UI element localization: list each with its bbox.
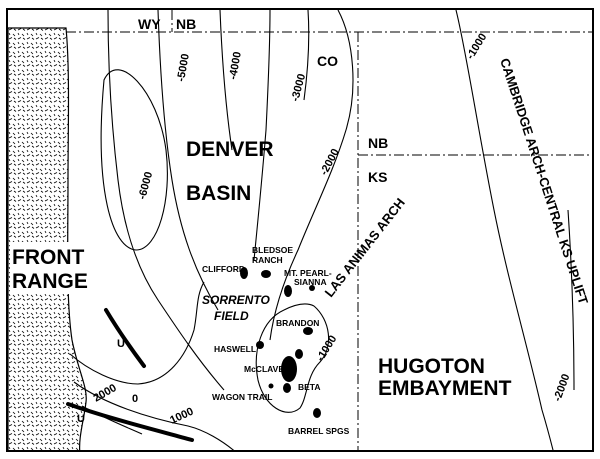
front-range-area xyxy=(8,27,87,450)
field-mcclave-polygon xyxy=(281,356,297,382)
field-label-bledsoe-1: BLEDSOE xyxy=(252,245,293,255)
field-label-mcclave: McCLAVE xyxy=(244,364,284,374)
contour-label-m1000: -1000 xyxy=(314,333,339,363)
field-mcclave-polygon-2 xyxy=(295,349,303,359)
field-clifford-polygon xyxy=(240,267,248,279)
contour-label-zero: 0 xyxy=(132,393,138,405)
field-beta-polygon xyxy=(283,383,291,393)
denver-label: DENVER xyxy=(186,138,274,161)
field-brandon-polygon xyxy=(303,327,313,335)
front-label: FRONT xyxy=(12,246,84,269)
embayment-label: EMBAYMENT xyxy=(378,377,512,400)
field-label-wagon-trail: WAGON TRAIL xyxy=(212,392,272,402)
field-label-bledsoe-2: RANCH xyxy=(252,255,283,265)
cambridge-arch-label: CAMBRIDGE ARCH-CENTRAL KS UPLIFT xyxy=(497,56,591,306)
field-mt-pearl-polygon xyxy=(284,285,292,297)
field-label-brandon: BRANDON xyxy=(276,318,319,328)
fault-u-lower: U xyxy=(77,413,85,425)
contour-label-m1000-right: -1000 xyxy=(464,31,489,61)
contour-line xyxy=(100,69,168,251)
contour-line xyxy=(253,10,271,261)
field-haswell-polygon xyxy=(256,341,264,349)
field-label: FIELD xyxy=(214,309,249,323)
contour-line xyxy=(269,10,354,341)
contour-label-m5000: -5000 xyxy=(175,53,192,83)
contour-line xyxy=(455,10,554,450)
contour-line xyxy=(107,10,225,391)
fault-line xyxy=(104,308,146,368)
contour-line xyxy=(69,281,205,385)
nb-right-label: NB xyxy=(368,135,388,151)
contour-line xyxy=(303,10,310,101)
map-frame: DENVER BASIN FRONT RANGE HUGOTON EMBAYME… xyxy=(6,8,594,452)
contour-label-p2000: 2000 xyxy=(92,382,119,405)
contour-line xyxy=(73,381,235,450)
contour-label-p1000: 1000 xyxy=(168,405,195,426)
map-canvas: DENVER BASIN FRONT RANGE HUGOTON EMBAYME… xyxy=(8,10,592,450)
contour-line xyxy=(255,303,330,413)
field-wagon-trail-polygon xyxy=(268,383,274,389)
co-label: CO xyxy=(317,53,338,69)
contour-line xyxy=(567,209,575,391)
field-label-beta: BETA xyxy=(298,382,321,392)
fault-u-upper: U xyxy=(117,338,125,350)
wy-label: WY xyxy=(138,16,161,32)
contour-label-m4000: -4000 xyxy=(227,51,244,81)
contour-line xyxy=(157,10,219,311)
field-barrel-spgs-polygon xyxy=(313,408,321,418)
contour-label-m6000: -6000 xyxy=(136,170,155,200)
field-mt-pearl-polygon-2 xyxy=(309,285,315,291)
nb-top-label: NB xyxy=(176,16,196,32)
hugoton-label: HUGOTON xyxy=(378,355,485,378)
field-bledsoe-polygon xyxy=(261,270,271,278)
basin-label: BASIN xyxy=(186,182,251,205)
front-range-label-box xyxy=(10,242,88,294)
sorrento-label: SORRENTO xyxy=(202,293,270,307)
field-label-mt-pearl-2: SIANNA xyxy=(294,277,327,287)
fault-line xyxy=(66,402,194,442)
field-label-mt-pearl-1: MT. PEARL- xyxy=(284,268,332,278)
contour-label-m2000-right: -2000 xyxy=(552,372,573,403)
las-animas-arch-label: LAS ANIMAS ARCH xyxy=(322,195,408,300)
contour-line xyxy=(219,10,233,151)
range-label: RANGE xyxy=(12,270,88,293)
contour-label-m2000: -2000 xyxy=(318,147,342,177)
ks-label: KS xyxy=(368,169,387,185)
field-label-haswell: HASWELL xyxy=(214,344,256,354)
field-label-barrel-spgs: BARREL SPGS xyxy=(288,426,350,436)
field-label-clifford: CLIFFORD xyxy=(202,264,245,274)
